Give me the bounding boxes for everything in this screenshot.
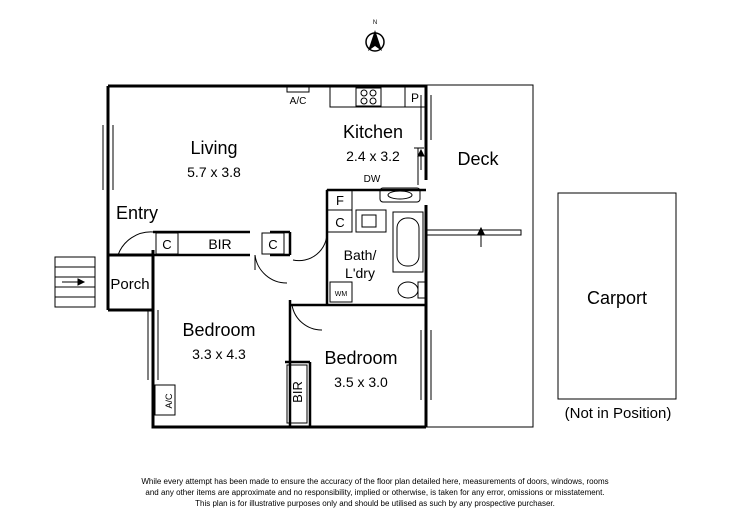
ac-label: A/C bbox=[164, 393, 174, 409]
bath-fixtures bbox=[326, 209, 427, 303]
disclaimer-line: While every attempt has been made to ens… bbox=[141, 477, 609, 486]
disclaimer: While every attempt has been made to ens… bbox=[60, 476, 690, 509]
room-name: Entry bbox=[116, 203, 158, 223]
bir-label: BIR bbox=[208, 236, 231, 252]
room-name: Deck bbox=[457, 149, 499, 169]
door-swings bbox=[117, 147, 424, 331]
cupboard-label: C bbox=[162, 237, 171, 252]
washing-machine-label: WM bbox=[335, 291, 348, 298]
windows bbox=[102, 95, 522, 400]
room-name: Carport bbox=[587, 288, 647, 308]
room-name: Porch bbox=[110, 276, 149, 293]
exterior-walls bbox=[106, 84, 428, 429]
hall-storage bbox=[154, 232, 308, 424]
disclaimer-line: This plan is for illustrative purposes o… bbox=[195, 499, 555, 508]
arrow-icon bbox=[477, 226, 485, 247]
room-name: Kitchen bbox=[343, 122, 403, 142]
bir-label: BIR bbox=[290, 381, 305, 403]
carport-outline bbox=[557, 192, 677, 400]
kitchen-fixtures bbox=[286, 85, 426, 211]
room-name: Bath/ bbox=[344, 247, 377, 263]
pantry-label: P bbox=[411, 91, 419, 105]
room-dimensions: 3.3 x 4.3 bbox=[192, 346, 246, 362]
north-arrow-icon bbox=[365, 30, 385, 52]
cupboard-label: C bbox=[268, 237, 277, 252]
deck-outline bbox=[426, 84, 534, 428]
compass-label: N bbox=[373, 20, 377, 26]
fridge-label: F bbox=[336, 193, 344, 208]
room-name: L'dry bbox=[345, 265, 375, 281]
ac-label: A/C bbox=[290, 96, 307, 107]
carport-note: (Not in Position) bbox=[565, 405, 672, 422]
cupboard-label: C bbox=[335, 215, 344, 230]
room-dimensions: 2.4 x 3.2 bbox=[346, 148, 400, 164]
dishwasher-label: DW bbox=[364, 174, 381, 185]
interior-walls bbox=[153, 188, 426, 427]
room-name: Bedroom bbox=[324, 348, 397, 368]
room-name: Living bbox=[190, 138, 237, 158]
disclaimer-line: and any other items are approximate and … bbox=[145, 488, 605, 497]
room-dimensions: 3.5 x 3.0 bbox=[334, 374, 388, 390]
room-name: Bedroom bbox=[182, 320, 255, 340]
room-dimensions: 5.7 x 3.8 bbox=[187, 164, 241, 180]
porch-steps bbox=[54, 256, 96, 308]
arrow-icon bbox=[62, 278, 86, 286]
arrow-icon bbox=[417, 148, 425, 170]
